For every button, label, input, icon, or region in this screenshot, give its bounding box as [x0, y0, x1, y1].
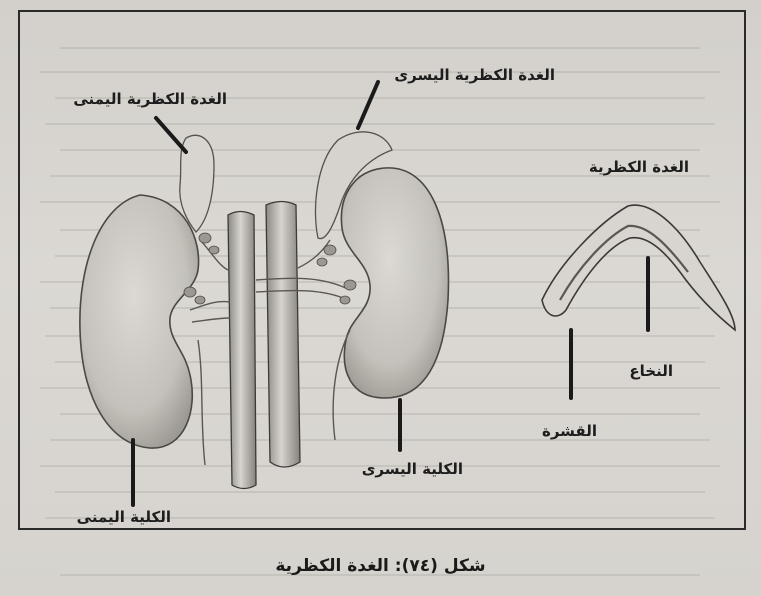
aorta	[228, 212, 256, 489]
figure-caption: شكل (٧٤): الغدة الكظرية	[0, 556, 761, 576]
label-right-kidney: الكلية اليمنى	[77, 508, 171, 526]
label-right-adrenal: الغدة الكظرية اليمنى	[73, 90, 227, 108]
label-adrenal-gland: الغدة الكظرية	[589, 158, 689, 176]
label-left-kidney: الكلية اليسرى	[362, 460, 463, 478]
label-left-adrenal: الغدة الكظرية اليسرى	[394, 66, 555, 84]
label-medulla: النخاع	[629, 362, 673, 380]
vena-cava	[266, 202, 300, 468]
adrenal-cross-section	[542, 205, 735, 330]
label-cortex: القشرة	[542, 422, 597, 440]
right-kidney	[80, 195, 199, 448]
left-kidney	[341, 168, 448, 398]
